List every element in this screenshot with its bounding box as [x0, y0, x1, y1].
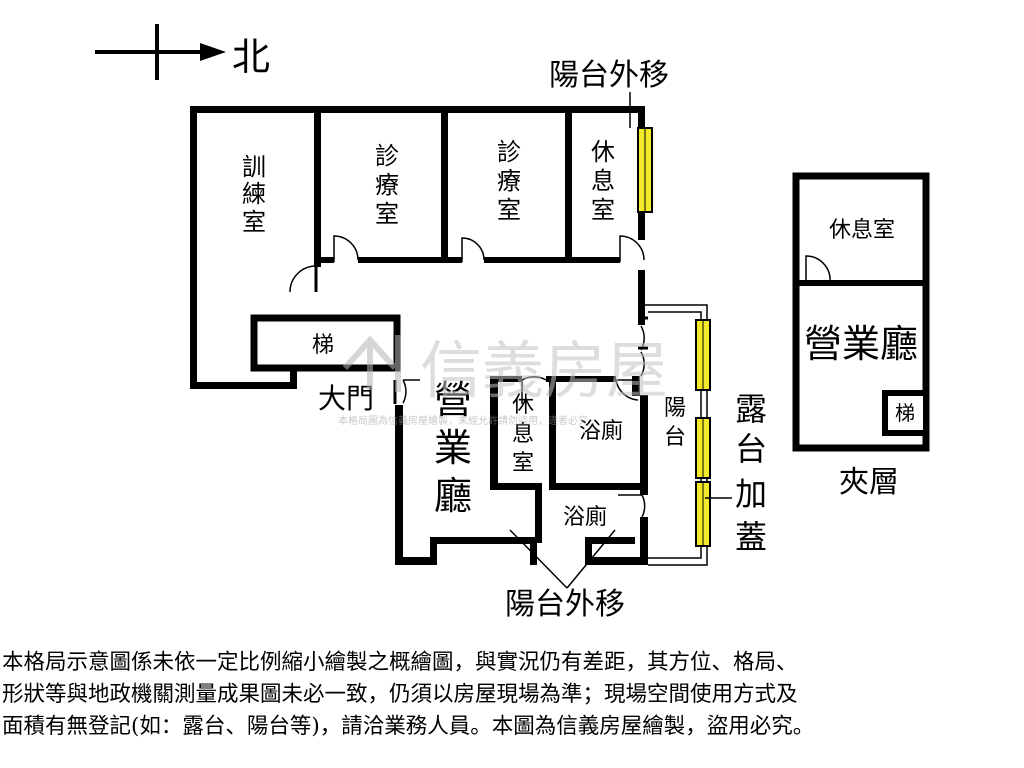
- annotation-balcony-moved-top: 陽台外移: [549, 58, 669, 93]
- wall-right-mid: [638, 270, 645, 325]
- label-rest-top-1: 休: [591, 138, 615, 166]
- door-bath1: [615, 379, 639, 401]
- label-balcony-1: 陽: [664, 396, 686, 421]
- label-sales-1: 營: [434, 378, 472, 422]
- window-upper: [637, 127, 653, 213]
- label-clinic2-1: 診: [497, 138, 521, 166]
- annotation-balcony-moved-bottom: 陽台外移: [505, 587, 625, 622]
- label-balcony-2: 台: [664, 425, 686, 450]
- watermark-brand: 信義房屋: [420, 334, 668, 407]
- label-bath1: 浴廁: [579, 419, 623, 444]
- disclaimer-line-2: 形狀等與地政機關測量成果圖未必一致，仍須以房屋現場為準；現場空間使用方式及: [2, 682, 798, 707]
- wall-bottom-right: [585, 557, 648, 565]
- north-arrow: 北: [95, 24, 270, 80]
- wall-left-bottom: [190, 382, 297, 389]
- wall-bath2-notch: [585, 537, 592, 565]
- label-training-1: 訓: [242, 153, 266, 181]
- stairs-label: 梯: [312, 333, 334, 358]
- door-clinic1: [333, 235, 359, 262]
- label-rest-mid-1: 休: [512, 393, 534, 418]
- wall-sales-left: [395, 405, 403, 565]
- wall-rest-top-1: [490, 376, 522, 382]
- annotation-terrace-2: 台: [735, 430, 767, 468]
- wall-training-right: [314, 110, 321, 267]
- room-labels: 訓 練 室 診 療 室 診 療 室 休 息 室 大門 營 業 廳 休 息 室 浴…: [242, 138, 686, 530]
- wall-bath1-left: [549, 376, 556, 490]
- annotation-terrace-1: 露: [735, 390, 767, 428]
- wall-right-bottom: [640, 517, 648, 562]
- wall-left: [190, 106, 197, 389]
- label-clinic2-2: 療: [497, 167, 521, 195]
- label-clinic1-1: 診: [375, 142, 399, 170]
- watermark: 信義房屋 本格局圖為信義房屋繪製，未經允許請勿盜用，違者必究: [338, 334, 668, 427]
- wall-clinic-div2: [565, 110, 572, 263]
- mezzanine-plan: 休息室 營業廳 梯 夾層: [792, 172, 930, 500]
- wall-corridor-3: [484, 257, 620, 263]
- wall-corridor-1: [321, 257, 334, 263]
- wall-clinic-div1: [441, 110, 448, 263]
- door-rest-top: [619, 235, 645, 262]
- door-rest-mid: [521, 376, 547, 404]
- label-rest-mid-3: 室: [512, 451, 534, 476]
- door-training: [289, 265, 317, 293]
- label-rest-top-2: 息: [591, 167, 615, 195]
- door-clinic2: [461, 237, 485, 262]
- wall-bath2-bottom: [585, 537, 635, 544]
- disclaimer-line-1: 本格局示意圖係未依一定比例縮小繪製之概繪圖，與實況仍有差距，其方位、格局、: [2, 650, 798, 675]
- annotation-terrace-4: 蓋: [735, 518, 767, 556]
- wall-sales-notch-v2: [530, 537, 537, 565]
- north-label: 北: [232, 35, 270, 79]
- wall-bath1-bottom: [549, 483, 640, 490]
- wall-rest-top-2: [546, 376, 616, 382]
- watermark-logo-icon: [342, 335, 401, 392]
- mezzanine-stairs-label: 梯: [895, 401, 915, 425]
- label-bath2: 浴廁: [563, 505, 607, 530]
- label-clinic2-3: 室: [497, 196, 521, 224]
- label-sales-3: 廳: [434, 474, 472, 518]
- floor-plan: 北 梯: [95, 24, 930, 622]
- window-balcony: [695, 319, 711, 547]
- mezzanine-rest-label: 休息室: [829, 218, 895, 243]
- label-rest-mid-2: 息: [512, 422, 534, 447]
- door-bath2: [618, 494, 646, 518]
- label-sales-2: 業: [434, 426, 472, 470]
- disclaimer-line-3: 面積有無登記(如：露台、陽台等)，請洽業務人員。本圖為信義房屋繪製，盜用必究。: [2, 714, 815, 739]
- wall-rest-left: [490, 376, 498, 490]
- wall-sales-bottom-1: [395, 557, 437, 565]
- door-entrance: [402, 379, 420, 404]
- wall-rest-bottom: [490, 483, 540, 490]
- wall-bath2-left: [535, 483, 542, 543]
- wall-sales-notch-h: [430, 537, 537, 544]
- label-training-3: 室: [242, 208, 266, 236]
- wall-stair-drop: [290, 368, 297, 389]
- label-training-2: 練: [242, 180, 266, 208]
- annotation-terrace-3: 加: [735, 475, 767, 513]
- mezzanine-title: 夾層: [839, 465, 899, 500]
- annotations: 陽台外移 陽台外移 露 台 加 蓋: [505, 58, 767, 622]
- label-clinic1-3: 室: [375, 200, 399, 228]
- wall-corridor-2: [358, 257, 462, 263]
- label-entrance: 大門: [318, 382, 374, 415]
- watermark-subtext: 本格局圖為信義房屋繪製，未經允許請勿盜用，違者必究: [338, 414, 588, 427]
- wall-right-lower: [640, 395, 648, 495]
- wall-balcony-left: [632, 376, 640, 396]
- wall-sales-notch-v1: [430, 537, 437, 565]
- label-rest-top-3: 室: [591, 196, 615, 224]
- disclaimer: 本格局示意圖係未依一定比例縮小繪製之概繪圖，與實況仍有差距，其方位、格局、 形狀…: [2, 647, 1022, 743]
- wall-top: [190, 106, 645, 113]
- label-clinic1-2: 療: [375, 171, 399, 199]
- mezzanine-sales-label: 營業廳: [804, 322, 918, 366]
